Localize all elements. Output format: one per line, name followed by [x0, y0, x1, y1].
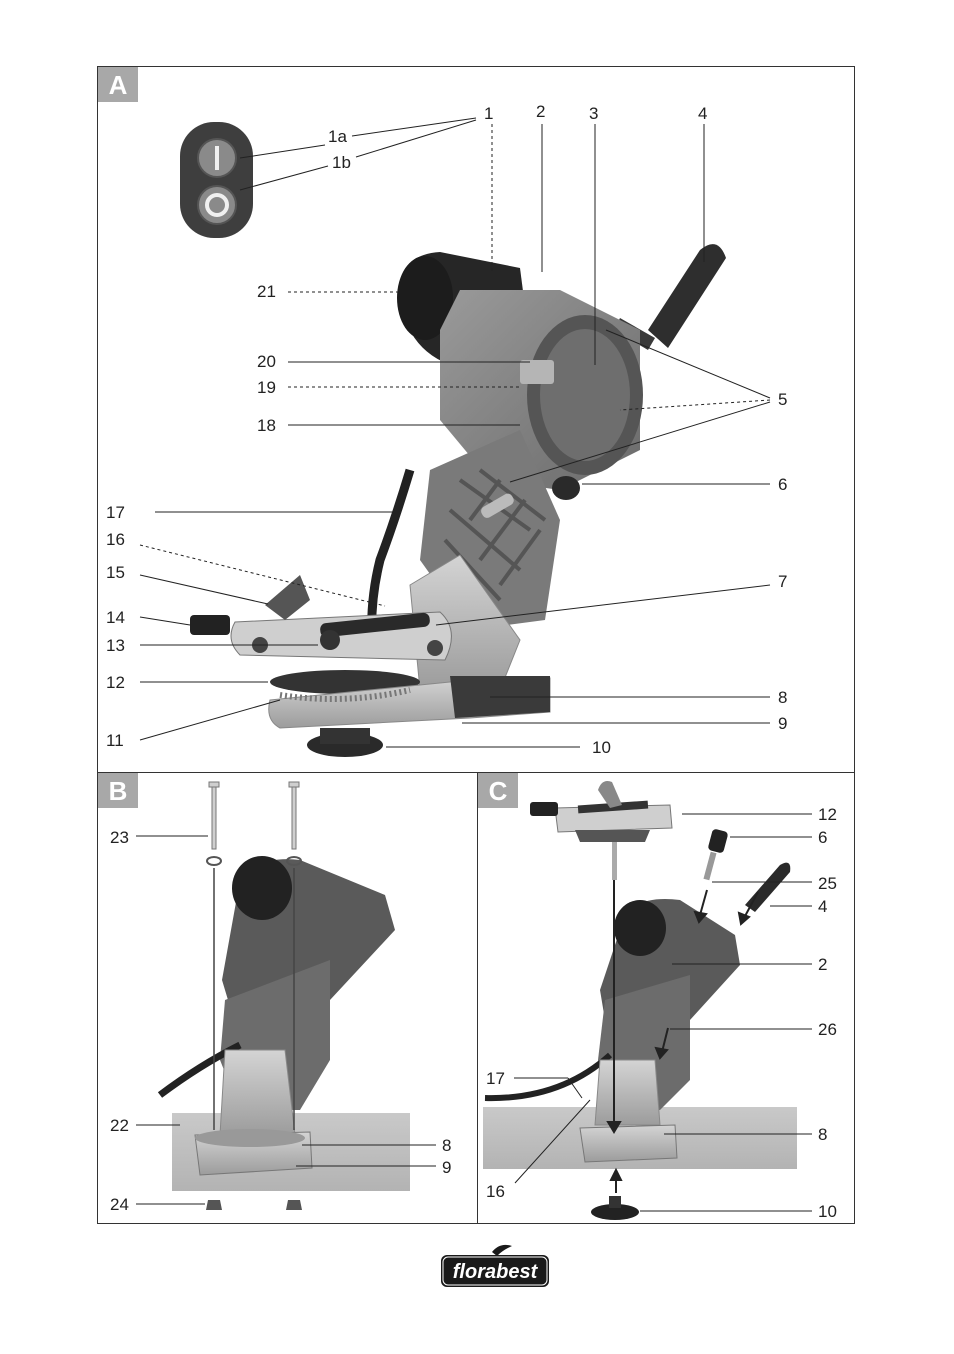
swivel-plate-12	[270, 670, 420, 694]
label-1b: 1b	[332, 153, 351, 172]
label-16: 16	[106, 530, 125, 549]
svg-text:A: A	[109, 70, 128, 100]
label-2: 2	[536, 102, 545, 121]
label-20: 20	[257, 352, 276, 371]
power-cord	[367, 468, 415, 641]
panel-b-tag: B	[98, 773, 138, 808]
label-24: 24	[110, 1195, 129, 1214]
callout-labels-a: 1 2 3 4 1a 1b 21 20 19 18 5 6 17 16 15 7…	[106, 102, 787, 757]
assembly-arrows	[606, 880, 759, 1193]
label-17: 17	[106, 503, 125, 522]
svg-text:B: B	[109, 776, 128, 806]
label-9: 9	[778, 714, 787, 733]
label-12: 12	[106, 673, 125, 692]
chain-clamp-arm	[190, 575, 452, 661]
label-13: 13	[106, 636, 125, 655]
label-6: 6	[778, 475, 787, 494]
figure-frames	[97, 66, 855, 1224]
label-23: 23	[110, 828, 129, 847]
callout-labels-c: 12 6 25 4 2 26 17 8 16 10	[486, 805, 837, 1221]
clamp-knob-14	[190, 615, 230, 635]
label-10-c: 10	[818, 1202, 837, 1221]
nuts-24	[206, 1200, 302, 1210]
panel-c-tag: C	[478, 773, 518, 808]
label-18: 18	[257, 416, 276, 435]
label-6-c: 6	[818, 828, 827, 847]
label-4: 4	[698, 104, 707, 123]
label-8-b: 8	[442, 1136, 451, 1155]
label-17-c: 17	[486, 1069, 505, 1088]
label-11: 11	[106, 731, 124, 750]
chain-stop-15	[265, 575, 310, 620]
label-26: 26	[818, 1020, 837, 1039]
label-22: 22	[110, 1116, 129, 1135]
label-14: 14	[106, 608, 125, 627]
adjuster-knob-6	[552, 476, 580, 500]
label-10: 10	[592, 738, 611, 757]
label-4-c: 4	[818, 897, 827, 916]
label-1a: 1a	[328, 127, 347, 146]
label-9-b: 9	[442, 1158, 451, 1177]
leader-lines-a	[139, 117, 771, 748]
svg-text:florabest: florabest	[453, 1261, 539, 1283]
handle-4-c	[745, 862, 791, 912]
label-15: 15	[106, 563, 125, 582]
label-25: 25	[818, 874, 837, 893]
off-button-icon	[197, 185, 237, 225]
label-21: 21	[257, 282, 276, 301]
brand-logo: florabest	[441, 1244, 549, 1287]
label-7: 7	[778, 572, 787, 591]
knob-10-c	[591, 1196, 639, 1220]
panel-b-illustration: 23 22 8 9 24	[110, 781, 451, 1214]
label-5: 5	[778, 390, 787, 409]
svg-text:C: C	[489, 776, 508, 806]
label-8-c: 8	[818, 1125, 827, 1144]
bolt-guides-b	[213, 868, 295, 1130]
panel-c-frame	[477, 772, 855, 1224]
label-19: 19	[257, 378, 276, 397]
panel-a-tag: A	[98, 67, 138, 102]
grinding-head	[440, 290, 643, 490]
angle-scale-11	[279, 687, 411, 702]
clamp-unit-12	[530, 781, 673, 880]
label-8: 8	[778, 688, 787, 707]
label-1: 1	[484, 104, 493, 123]
on-off-switch-inset	[180, 122, 253, 238]
eye-guard	[520, 360, 554, 384]
base-8	[268, 670, 551, 757]
leader-lines-c	[514, 813, 812, 1212]
label-16-c: 16	[486, 1182, 505, 1201]
label-3: 3	[589, 104, 598, 123]
panel-a-illustration: 1 2 3 4 1a 1b 21 20 19 18 5 6 17 16 15 7…	[106, 102, 787, 757]
leader-lines-b	[136, 835, 436, 1205]
panel-c-illustration: 12 6 25 4 2 26 17 8 16 10	[483, 781, 837, 1221]
knob-6-and-screw-25	[703, 829, 728, 881]
bolts-23	[206, 781, 302, 866]
label-2-c: 2	[818, 955, 827, 974]
callout-labels-b: 23 22 8 9 24	[110, 828, 451, 1214]
label-12-c: 12	[818, 805, 837, 824]
